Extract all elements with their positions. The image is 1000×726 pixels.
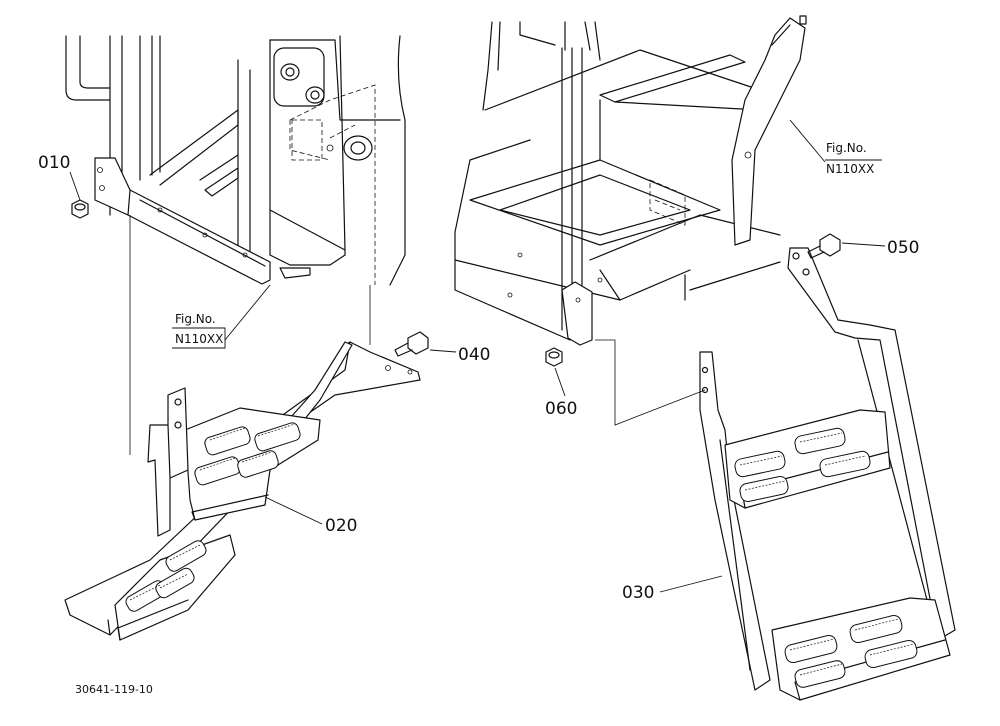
label-040: 040 <box>458 345 490 365</box>
fig-ref-left-number: N110XX <box>175 332 223 346</box>
left-step-assembly <box>64 215 421 641</box>
hardware-parts <box>71 199 841 367</box>
nut-010-icon <box>71 199 89 219</box>
right-tractor-frame <box>454 15 807 346</box>
nut-060-icon <box>545 347 563 367</box>
label-060: 060 <box>545 399 577 419</box>
label-050: 050 <box>887 238 919 258</box>
left-tractor-frame <box>65 35 406 286</box>
part-labels: 010 020 030 040 050 060 <box>38 153 919 603</box>
label-010: 010 <box>38 153 70 173</box>
label-030: 030 <box>622 583 654 603</box>
right-step-assembly <box>595 247 956 701</box>
figure-reference-left: Fig.No. N110XX <box>175 312 223 346</box>
drawing-code: 30641-119-10 <box>75 683 153 696</box>
figure-reference-right: Fig.No. N110XX <box>826 141 874 176</box>
bolt-040-icon <box>394 331 429 357</box>
leader-lines <box>69 119 886 593</box>
bolt-050-icon <box>807 233 841 259</box>
fig-ref-right-title: Fig.No. <box>826 141 867 155</box>
fig-ref-right-number: N110XX <box>826 162 874 176</box>
label-020: 020 <box>325 516 357 536</box>
fig-ref-left-title: Fig.No. <box>175 312 216 326</box>
